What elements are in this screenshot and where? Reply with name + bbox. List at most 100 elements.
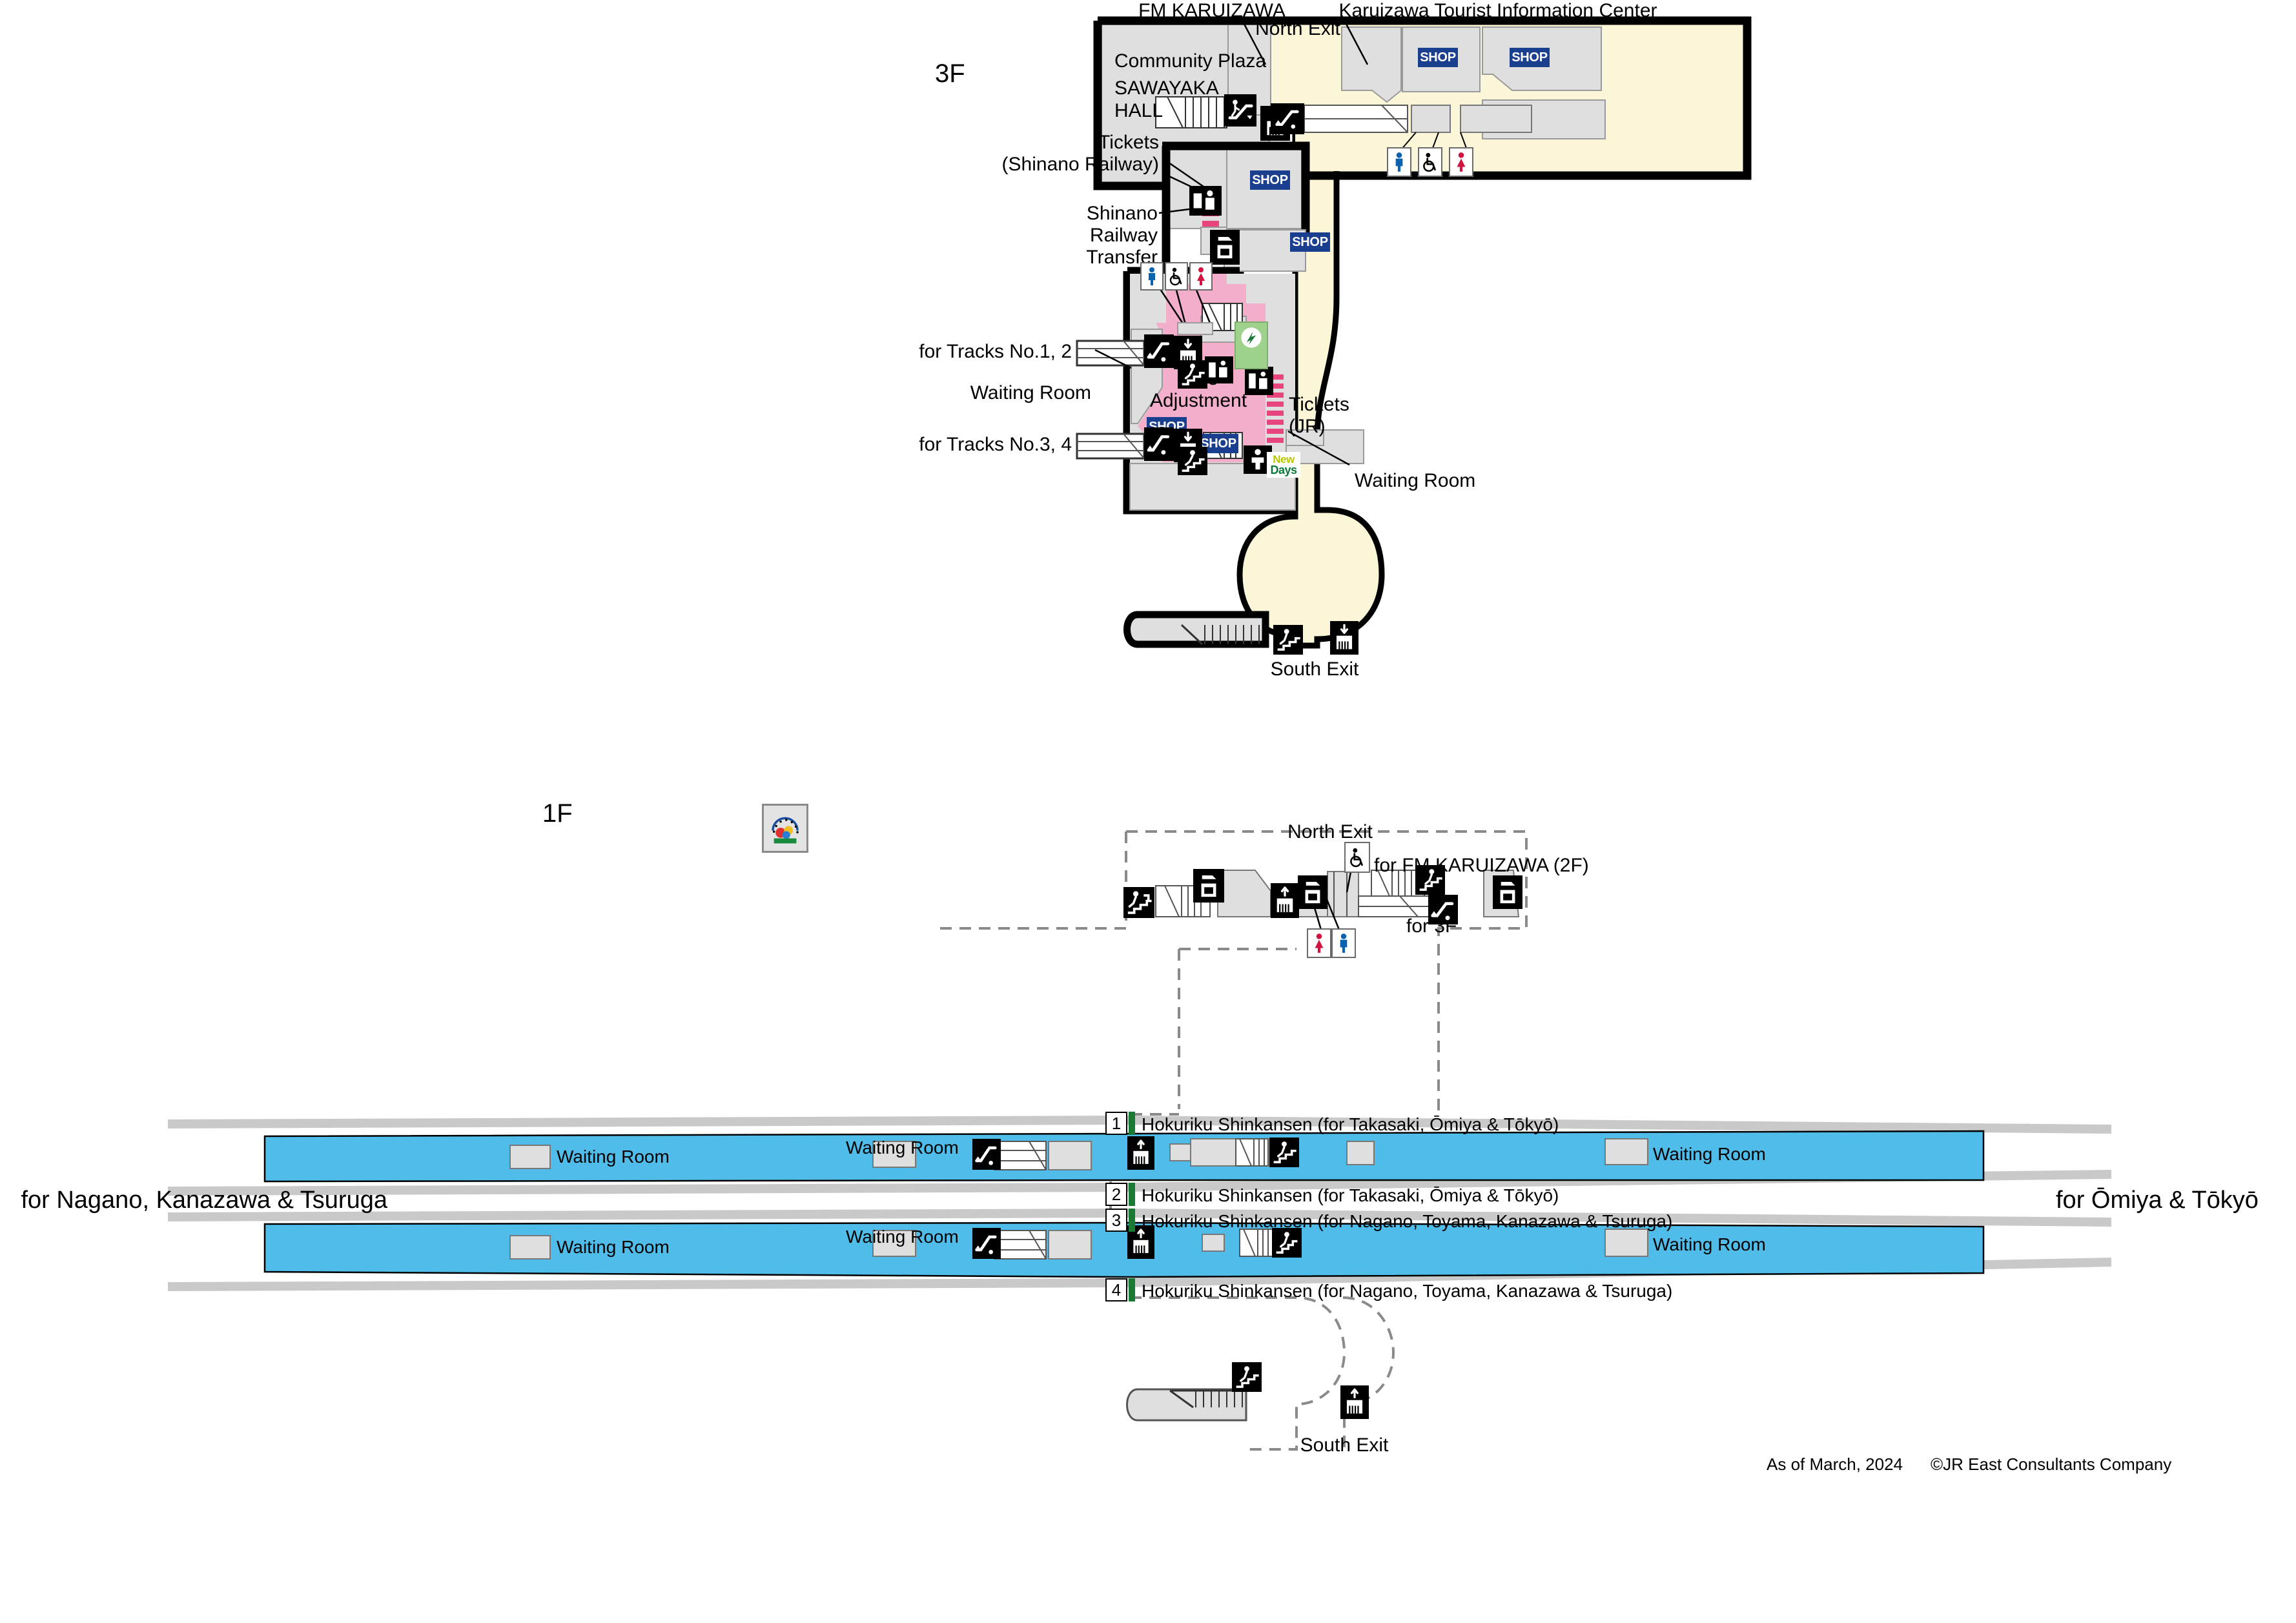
escalator-bank-3f-ne [1304,105,1408,133]
wc-women-icon [1449,147,1473,177]
platform-2-structures [509,1229,1648,1260]
track-number-badge: 1 [1105,1112,1127,1135]
label-fare-adjustment-line2: Adjustment [1149,390,1247,411]
gate-jr [1267,374,1284,443]
track-line-name: Hokuriku Shinkansen (for Takasaki, Ōmiya… [1142,1185,1559,1205]
footer-credit: ©JR East Consultants Company [1931,1455,2172,1474]
label-north-exit-3f: North Exit [1255,18,1340,39]
wc-accessible-icon [1344,842,1370,873]
escalator-icon [1428,895,1458,924]
elevator-icon [1127,1136,1154,1170]
label-direction-east: for Ōmiya & Tōkyō [2056,1187,2259,1214]
floor-label-1f: 1F [542,799,573,828]
wc-women-icon [1189,262,1213,291]
shop-icon: SHOP [1290,232,1330,252]
stairs-icon [1415,865,1445,895]
concourse-3f [1236,25,1385,649]
label-north-exit-1f: North Exit [1287,821,1373,842]
south-stairs-1f [1169,1389,1246,1409]
leaders-3f-top [1238,15,1369,65]
track-number-badge: 4 [1105,1278,1127,1301]
landing-3f-ne-b [1460,105,1532,133]
wc-men-icon [1331,928,1356,958]
ticket-office-icon [1245,367,1273,395]
ticket-machine-icon [1205,356,1233,383]
elevator-icon [1340,1385,1369,1419]
floor-1f-geometry [168,830,2111,1453]
label-fm-karuizawa: FM KARUIZAWA [1138,0,1286,21]
track-line-name: Hokuriku Shinkansen (for Nagano, Toyama,… [1142,1211,1673,1231]
coin-locker-icon [1298,875,1327,909]
label-tickets-jr-line2: (JR) [1289,416,1326,437]
label-for-fm-karuizawa-2f: for FM KARUIZAWA (2F) [1374,855,1589,876]
coin-locker-icon [1193,869,1224,903]
floor-3f-geometry [1076,15,1752,649]
landing-3f-ne-a [1411,105,1451,133]
wc-men-icon [1387,147,1411,177]
label-sawayaka-hall-line1: SAWAYAKA [1114,77,1219,99]
wc-leaders-3f-gate [1156,285,1214,330]
label-tickets-shinano-line2: (Shinano Railway) [1001,154,1159,175]
label-waiting-room-p1-left: Waiting Room [557,1147,670,1167]
elevator-icon [1330,621,1358,655]
label-waiting-room-p1-right: Waiting Room [1653,1144,1766,1164]
platform-1-structures [509,1138,1648,1170]
stairs-icon [1272,1228,1302,1258]
label-community-plaza: Community Plaza [1114,50,1267,72]
aed-icon [1235,322,1268,369]
escalator-icon [1144,427,1174,461]
mascot-logo-icon [762,804,808,853]
shop-icon: SHOP [1250,170,1290,190]
leader-waiting-left [1094,349,1132,369]
ticket-office-icon [1189,186,1222,216]
shop-icon: SHOP [1418,48,1458,67]
track-accent-bar [1129,1183,1135,1206]
stairs-3f-hall [1155,96,1227,128]
wc-men-icon [1140,262,1163,291]
track-line-name: Hokuriku Shinkansen (for Takasaki, Ōmiya… [1142,1114,1559,1134]
wc-accessible-icon [1418,147,1442,177]
newdays-line1: New [1273,453,1295,465]
wc-block-3f [1177,322,1213,335]
label-direction-west: for Nagano, Kanazawa & Tsuruga [21,1187,387,1214]
shop-icon: SHOP [1510,48,1550,67]
footer-date: As of March, 2024 [1767,1455,1903,1474]
escalator-icon [1224,94,1256,127]
label-for-tracks-1-2: for Tracks No.1, 2 [919,341,1072,362]
escalator-icon [972,1139,1001,1170]
outline-1f-concourse-left [1178,948,1297,1109]
escalator-icon [972,1228,1001,1259]
label-sawayaka-hall-line2: HALL [1114,100,1163,121]
track-number-badge: 2 [1105,1183,1127,1206]
track-line-name: Hokuriku Shinkansen (for Nagano, Toyama,… [1142,1281,1673,1301]
wc-leaders-3f-ne [1400,132,1468,150]
label-shinano-transfer-line2: Railway [1089,225,1158,246]
outline-1f-north [936,830,1528,1114]
label-shinano-transfer-line1: Shinano [1086,203,1158,224]
wc-women-icon [1307,928,1331,958]
elevator-icon [1271,883,1299,918]
label-for-tracks-3-4: for Tracks No.3, 4 [919,434,1072,455]
room-tourist-info [1341,26,1402,103]
stairs-icon [1178,447,1207,475]
shop-icon: SHOP [1198,434,1238,453]
label-waiting-room-p1-mid: Waiting Room [846,1138,959,1158]
escalator-icon [1271,103,1304,134]
stairs-icon [1232,1362,1262,1392]
stairs-icon [1123,887,1154,918]
label-tickets-shinano-line1: Tickets [1098,132,1159,153]
coin-locker-icon [1493,875,1522,909]
label-south-exit-1f: South Exit [1300,1434,1389,1456]
label-tourist-info: Karuizawa Tourist Information Center [1338,0,1657,21]
stairs-icon [1273,625,1303,655]
track-number-badge: 3 [1105,1209,1127,1232]
south-stairs-3f [1180,624,1260,646]
escalator-icon [1144,334,1174,368]
label-waiting-room-3f-left: Waiting Room [970,382,1091,403]
stairs-icon [1178,360,1207,389]
floor-label-3f: 3F [935,59,965,88]
track-access-34 [1076,433,1145,460]
wc-accessible-icon [1165,262,1188,291]
label-waiting-room-p2-right: Waiting Room [1653,1234,1766,1254]
